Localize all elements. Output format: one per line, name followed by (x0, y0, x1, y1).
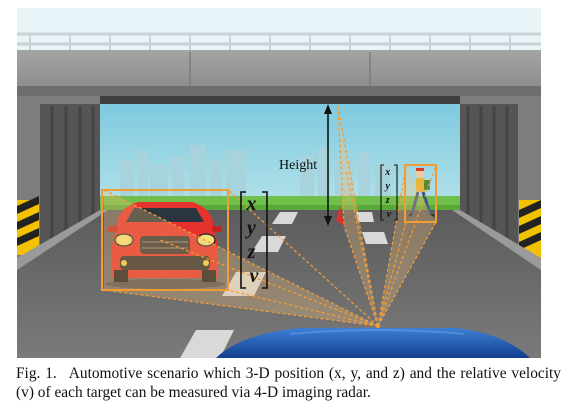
car-vector-y: y (245, 217, 256, 239)
city-skyline (120, 145, 391, 200)
car-bounding-box (101, 189, 229, 291)
ego-vehicle-hood (216, 328, 530, 358)
pedestrian-vector-v: v (387, 209, 392, 220)
pedestrian-vector-z: z (385, 195, 390, 206)
car-vector-v: v (250, 265, 260, 287)
red-car (105, 202, 225, 289)
svg-text:x y z v: x y z v (384, 167, 393, 220)
figure-caption: Fig. 1.Automotive scenario which 3-D pos… (16, 364, 561, 402)
pedestrian-vector-y: y (385, 181, 391, 192)
bridge-railing (17, 32, 541, 52)
svg-text:x y z v: x y z v (245, 193, 261, 287)
height-arrow (324, 104, 332, 226)
car-state-vector: x y z v (240, 191, 268, 289)
car-vector-x: x (246, 193, 257, 215)
figure-number: Fig. 1. (16, 365, 57, 382)
height-label: Height (279, 158, 317, 173)
pedestrian-state-vector: x y z v (380, 164, 398, 221)
ceiling-target-marker (336, 206, 344, 226)
pedestrian-bounding-box (404, 164, 437, 223)
caption-text: Automotive scenario which 3-D position (… (16, 365, 561, 401)
radar-sensor-origin (376, 324, 380, 328)
pedestrian (408, 168, 435, 217)
lane-markings (180, 212, 388, 358)
right-pillar (460, 96, 541, 262)
car-vector-z: z (247, 241, 256, 263)
automotive-scenario-illustration: Height x y z v x y z v (17, 8, 541, 358)
bridge-deck (17, 50, 541, 104)
left-pillar (17, 96, 100, 260)
pedestrian-vector-x: x (384, 167, 390, 178)
